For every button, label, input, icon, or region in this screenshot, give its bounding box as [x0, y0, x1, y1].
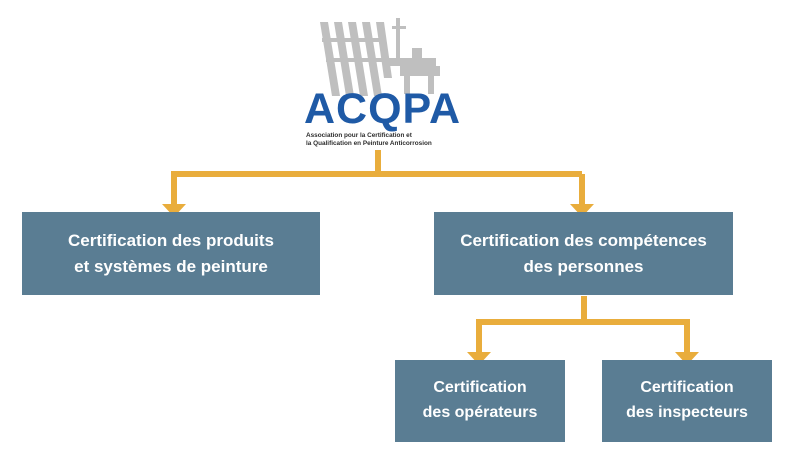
- arrow-produits: [162, 204, 186, 217]
- acqpa-logo: ACQPA Association pour la Certification …: [300, 18, 460, 148]
- box-operateurs-line1: Certification: [433, 379, 527, 397]
- logo-tagline-line1: Association pour la Certification et: [306, 132, 412, 139]
- arrow-personnes: [570, 204, 594, 217]
- box-certification-inspecteurs: Certification des inspecteurs: [602, 360, 772, 442]
- box-certification-personnes: Certification des compétences des person…: [434, 212, 733, 295]
- logo-tagline: Association pour la Certification et la …: [306, 132, 432, 148]
- box-operateurs-line2: des opérateurs: [422, 404, 538, 421]
- box-personnes-line1: Certification des compétences: [460, 231, 707, 250]
- arrow-operateurs: [467, 352, 491, 365]
- box-produits-line2: et systèmes de peinture: [74, 256, 268, 276]
- oil-platform-icon: [320, 18, 440, 96]
- logo-wordmark: ACQPA: [304, 85, 462, 133]
- box-inspecteurs-line2: des inspecteurs: [626, 404, 748, 421]
- box-personnes-line2: des personnes: [523, 256, 644, 276]
- box-produits-line1: Certification des produits: [68, 231, 274, 250]
- connector-bottom: [476, 296, 690, 353]
- arrow-inspecteurs: [675, 352, 699, 365]
- box-certification-produits: Certification des produits et systèmes d…: [22, 212, 320, 295]
- box-certification-operateurs: Certification des opérateurs: [395, 360, 565, 442]
- connector-top: [171, 150, 585, 205]
- logo-tagline-line2: la Qualification en Peinture Anticorrosi…: [306, 140, 432, 147]
- box-inspecteurs-line1: Certification: [640, 379, 734, 397]
